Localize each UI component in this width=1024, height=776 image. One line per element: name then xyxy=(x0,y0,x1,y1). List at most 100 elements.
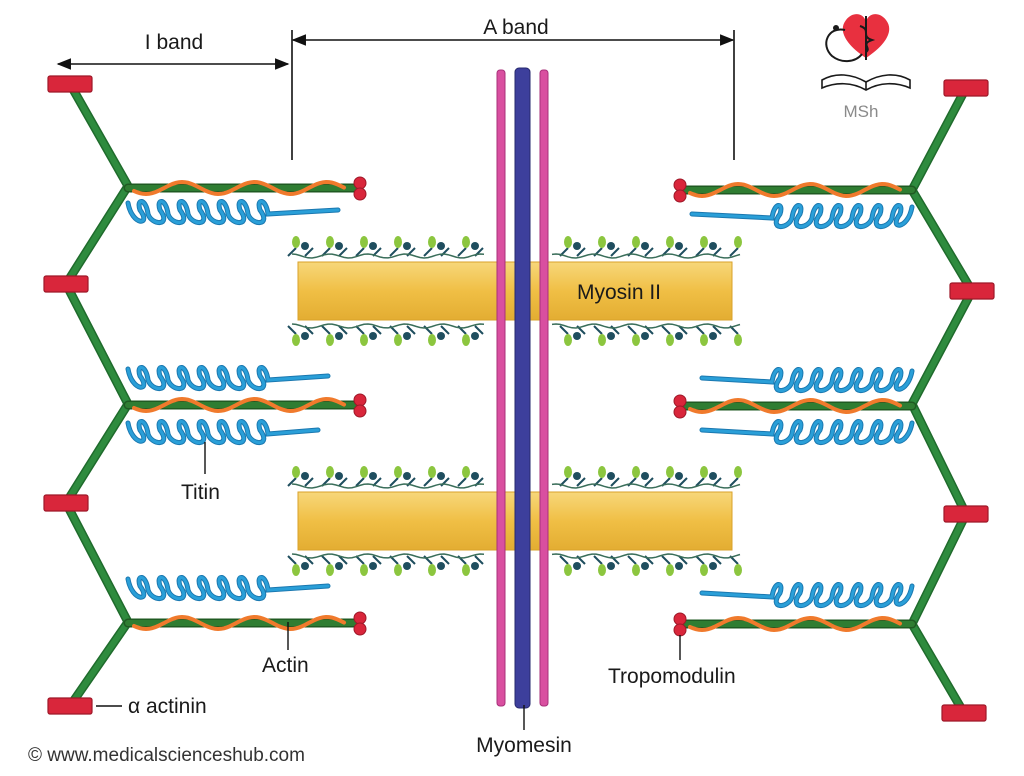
myosin-head xyxy=(369,562,377,570)
myosin-head xyxy=(326,466,334,478)
myomesin-strand-right xyxy=(539,69,549,707)
myosin-head xyxy=(462,564,470,576)
myosin-backbone xyxy=(291,323,741,329)
titin-label: Titin xyxy=(181,481,220,504)
myosin-neck xyxy=(610,477,620,487)
myosin-head xyxy=(598,334,606,346)
myosin-neck xyxy=(355,555,365,565)
myosin-head xyxy=(641,242,649,250)
myosin-neck xyxy=(372,555,382,565)
myosin-head xyxy=(666,334,674,346)
myosin-head xyxy=(700,236,708,248)
myosin-head xyxy=(471,242,479,250)
myosin-neck xyxy=(389,247,399,257)
tropomodulin-cap xyxy=(353,187,367,201)
myosin-head xyxy=(360,466,368,478)
myosin-head xyxy=(360,236,368,248)
a-band-label: A band xyxy=(483,16,548,39)
tropomodulin-label: Tropomodulin xyxy=(608,665,736,688)
z-disc-right-outline xyxy=(907,83,977,718)
myosin-neck xyxy=(474,325,484,335)
myosin-neck xyxy=(661,555,671,565)
thin-filament-group xyxy=(123,176,917,637)
myosin-head xyxy=(734,236,742,248)
caduceus-icon xyxy=(859,16,876,60)
myosin-head xyxy=(607,472,615,480)
tropomodulin-cap xyxy=(673,394,687,408)
myosin-head xyxy=(666,564,674,576)
tropomodulin-cap xyxy=(353,404,367,418)
myosin-neck xyxy=(712,555,722,565)
myosin-head xyxy=(437,562,445,570)
myosin-head xyxy=(666,236,674,248)
myosin-head xyxy=(675,472,683,480)
myosin-neck xyxy=(321,325,331,335)
alpha-actinin-label: α actinin xyxy=(128,695,207,718)
alpha-actinin-group xyxy=(43,75,995,722)
titin-spring xyxy=(690,204,914,228)
alpha-actinin-block xyxy=(47,75,93,93)
alpha-actinin-block xyxy=(949,282,995,300)
myosin-neck xyxy=(559,325,569,335)
myosin-head xyxy=(573,472,581,480)
myosin-head xyxy=(403,562,411,570)
leader-lines xyxy=(96,442,681,730)
logo: MSh xyxy=(821,14,911,121)
myosin-head xyxy=(573,562,581,570)
myosin-neck xyxy=(406,325,416,335)
myosin-head xyxy=(734,334,742,346)
myosin-head xyxy=(462,334,470,346)
tropomodulin-cap xyxy=(673,189,687,203)
myosin-neck xyxy=(423,247,433,257)
myosin-neck xyxy=(372,325,382,335)
myosin-head xyxy=(301,472,309,480)
myosin-head xyxy=(301,242,309,250)
titin-spring xyxy=(126,200,340,224)
myosin-head xyxy=(428,236,436,248)
myosin-head xyxy=(292,466,300,478)
myosin-head xyxy=(369,242,377,250)
band-markers: I band A band xyxy=(56,16,735,160)
myosin-head xyxy=(564,236,572,248)
titin-spring xyxy=(126,576,330,600)
myosin-head xyxy=(301,562,309,570)
myosin-neck xyxy=(355,247,365,257)
alpha-actinin-block xyxy=(943,505,989,523)
myosin-head xyxy=(632,236,640,248)
titin-spring xyxy=(700,368,914,392)
myosin-neck xyxy=(593,555,603,565)
myosin-neck xyxy=(610,247,620,257)
z-disc-left-outline xyxy=(61,79,133,711)
myosin-head xyxy=(360,334,368,346)
myosin-head xyxy=(632,564,640,576)
myosin-neck xyxy=(423,477,433,487)
myosin-head xyxy=(573,332,581,340)
myosin-head xyxy=(292,334,300,346)
myosin-neck xyxy=(695,477,705,487)
myosin-neck xyxy=(695,247,705,257)
alpha-actinin-block xyxy=(941,704,987,722)
myosin-neck xyxy=(661,325,671,335)
myosin-head xyxy=(437,332,445,340)
myosin-neck xyxy=(729,247,739,257)
myosin-neck xyxy=(678,247,688,257)
myosin-head xyxy=(462,236,470,248)
alpha-actinin-block xyxy=(47,697,93,715)
myosin-neck xyxy=(627,555,637,565)
myosin-head xyxy=(394,334,402,346)
myosin-neck xyxy=(457,247,467,257)
myosin-head xyxy=(700,334,708,346)
myosin-head xyxy=(666,466,674,478)
myosin-head xyxy=(471,332,479,340)
myosin-head xyxy=(675,332,683,340)
myosin-head xyxy=(700,564,708,576)
myomesin-core xyxy=(514,67,531,709)
myosin-neck xyxy=(457,477,467,487)
myosin-neck xyxy=(440,555,450,565)
alpha-actinin-block xyxy=(943,79,989,97)
tropomodulin-cap xyxy=(353,393,367,407)
myosin-head xyxy=(700,466,708,478)
myosin-head xyxy=(598,564,606,576)
myosin-head xyxy=(403,332,411,340)
myosin-head xyxy=(709,332,717,340)
